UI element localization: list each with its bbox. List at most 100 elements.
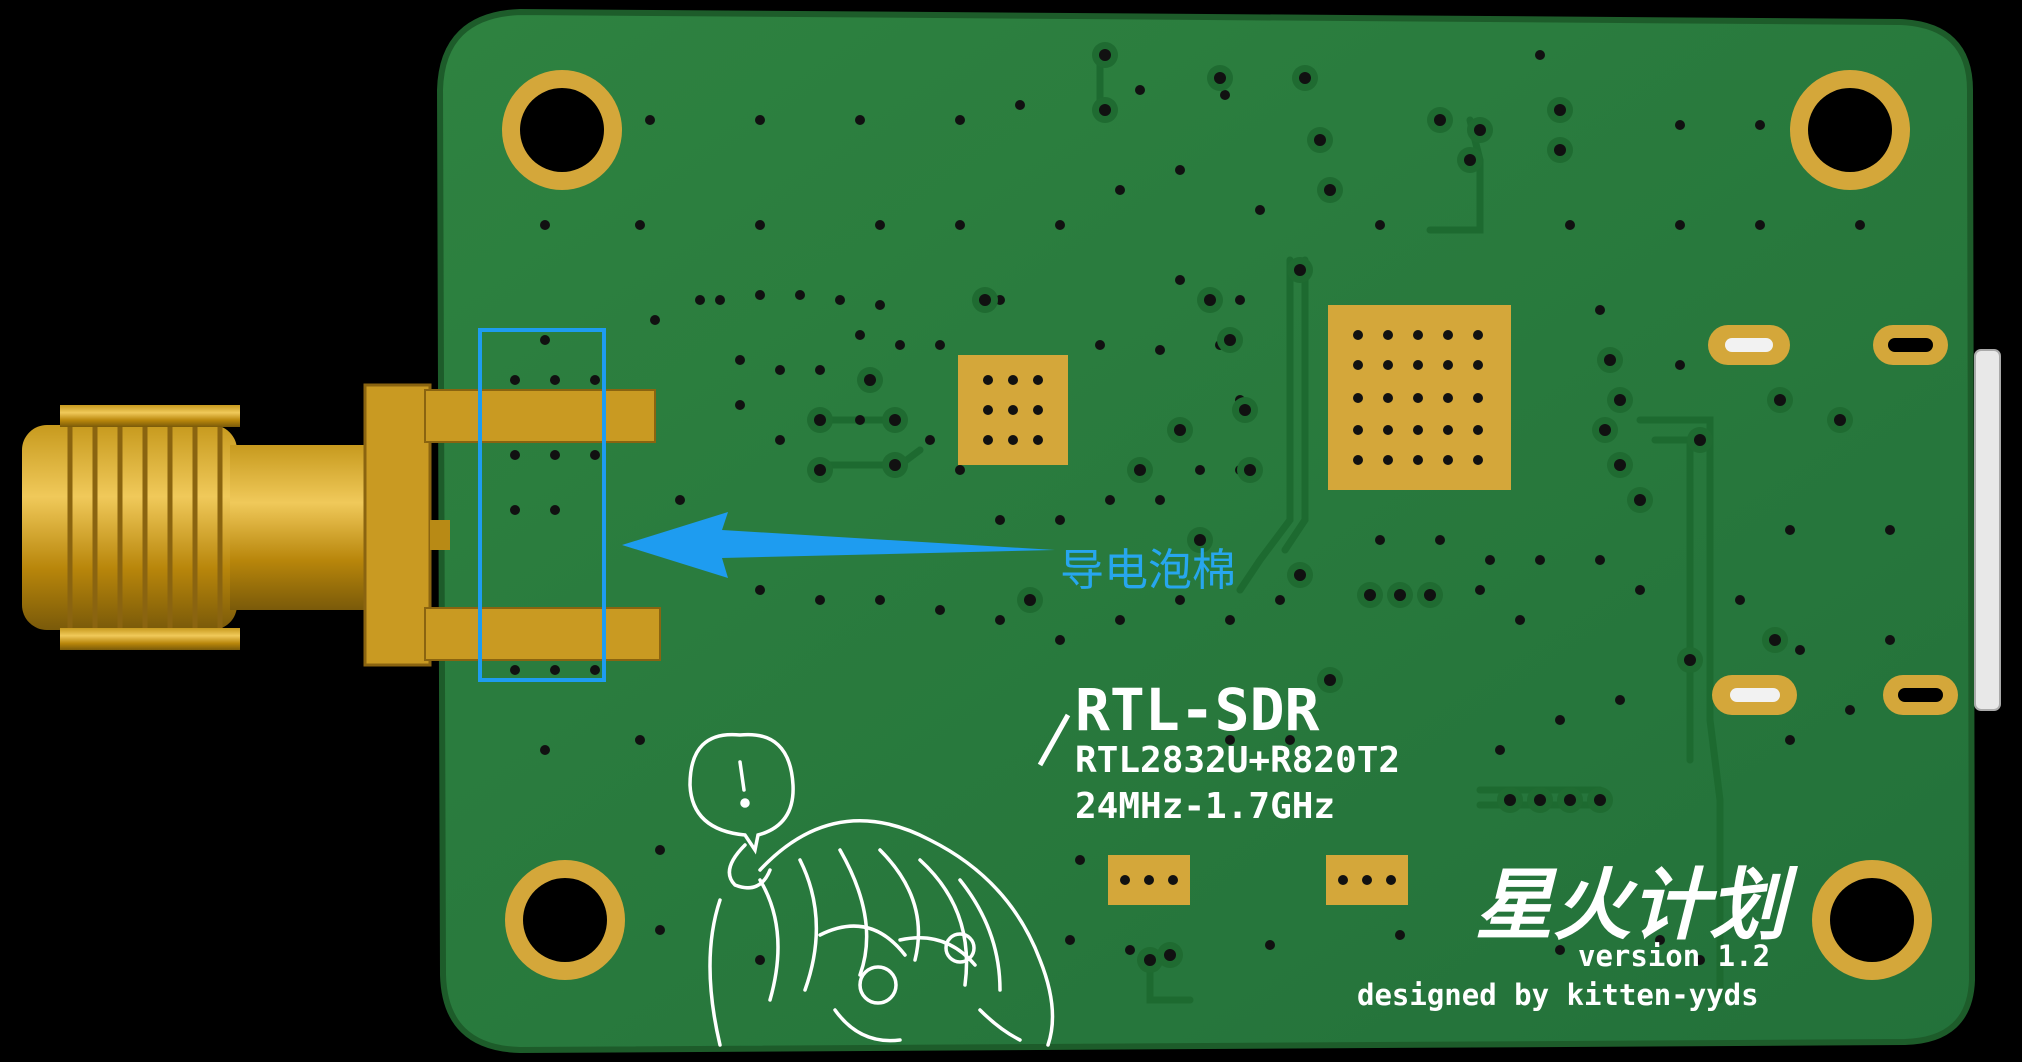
via (1225, 615, 1235, 625)
via (1434, 114, 1446, 126)
via (1774, 394, 1786, 406)
via (1244, 464, 1256, 476)
via (835, 295, 845, 305)
via (855, 330, 865, 340)
via (755, 955, 765, 965)
via (889, 414, 901, 426)
version-label: version 1.2 (1578, 939, 1770, 973)
via (655, 845, 665, 855)
via (1555, 945, 1565, 955)
via (735, 355, 745, 365)
chipset-label: RTL2832U+R820T2 (1075, 740, 1400, 781)
via (645, 115, 655, 125)
via (550, 665, 560, 675)
via (1155, 495, 1165, 505)
via (755, 115, 765, 125)
via (695, 295, 705, 305)
via (1755, 220, 1765, 230)
mounting-holes (502, 70, 1932, 980)
via (1535, 555, 1545, 565)
via (1534, 794, 1546, 806)
via (955, 220, 965, 230)
via (1055, 635, 1065, 645)
via (925, 435, 935, 445)
via (1105, 495, 1115, 505)
via (1175, 595, 1185, 605)
via (1595, 305, 1605, 315)
via (1174, 424, 1186, 436)
via (1255, 205, 1265, 215)
frequency-label: 24MHz-1.7GHz (1075, 786, 1335, 827)
usb-connector (1974, 349, 2001, 711)
via (1594, 794, 1606, 806)
via (1655, 935, 1665, 945)
via (1175, 165, 1185, 175)
via (1065, 935, 1075, 945)
via (1194, 534, 1206, 546)
via (1164, 949, 1176, 961)
via (1144, 954, 1156, 966)
via (815, 365, 825, 375)
via (1475, 585, 1485, 595)
via (1395, 930, 1405, 940)
via (1285, 735, 1295, 745)
via (1834, 414, 1846, 426)
via (550, 505, 560, 515)
via (755, 220, 765, 230)
via (1095, 340, 1105, 350)
board-title: RTL-SDR (1075, 676, 1320, 744)
via (1635, 585, 1645, 595)
via (1785, 735, 1795, 745)
via (655, 925, 665, 935)
via (1015, 100, 1025, 110)
via (755, 290, 765, 300)
via (955, 115, 965, 125)
via (1055, 515, 1065, 525)
silk-accent-stroke (1037, 713, 1071, 767)
via (675, 495, 685, 505)
via (510, 665, 520, 675)
via (550, 450, 560, 460)
via (1485, 555, 1495, 565)
via (1555, 715, 1565, 725)
via (735, 400, 745, 410)
via (1324, 674, 1336, 686)
via (815, 595, 825, 605)
via (1845, 705, 1855, 715)
sma-connector (22, 383, 661, 667)
via (590, 450, 600, 460)
via (1614, 459, 1626, 471)
via (540, 220, 550, 230)
via (875, 595, 885, 605)
via (550, 375, 560, 385)
via (1634, 494, 1646, 506)
via (775, 435, 785, 445)
via (1614, 394, 1626, 406)
via (1595, 555, 1605, 565)
via (1554, 144, 1566, 156)
via (1214, 72, 1226, 84)
via (1675, 360, 1685, 370)
via (590, 375, 600, 385)
via (1224, 334, 1236, 346)
via (1265, 940, 1275, 950)
via (1599, 424, 1611, 436)
via (650, 315, 660, 325)
via (955, 465, 965, 475)
via (1554, 104, 1566, 116)
via (995, 615, 1005, 625)
via (875, 300, 885, 310)
via (1474, 124, 1486, 136)
via (590, 665, 600, 675)
via (1785, 525, 1795, 535)
via (510, 505, 520, 515)
via (1375, 535, 1385, 545)
via (1435, 535, 1445, 545)
via (1294, 569, 1306, 581)
via (1364, 589, 1376, 601)
via (1115, 615, 1125, 625)
via (895, 340, 905, 350)
via (1735, 595, 1745, 605)
callout-label: 导电泡棉 (1060, 545, 1236, 596)
